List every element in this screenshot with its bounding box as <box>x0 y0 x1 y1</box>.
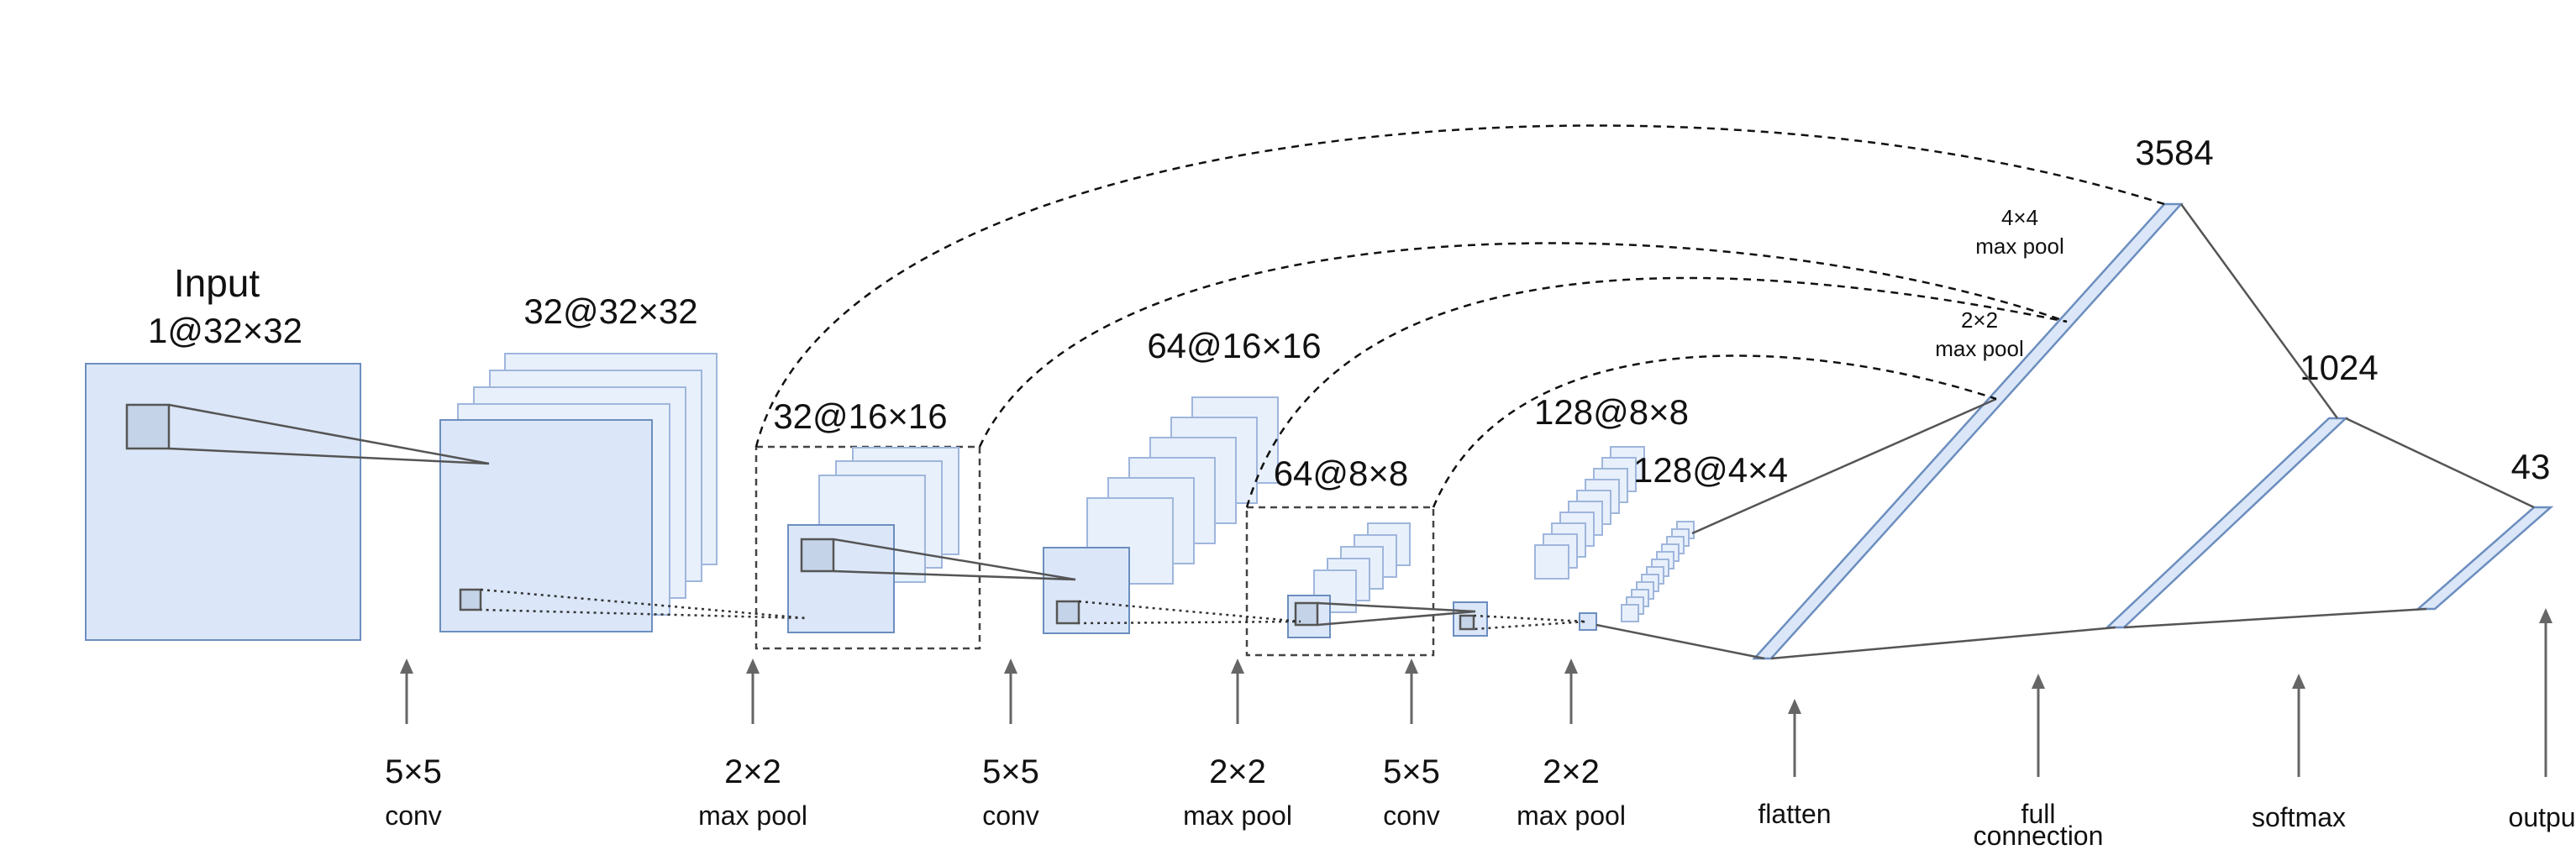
dense-1024-layer <box>2104 417 2349 629</box>
pool2x2-annotation-line2: max pool <box>1935 336 2024 361</box>
pool2x2-annotation-line1: 2×2 <box>1961 307 1998 333</box>
conv3-map-back-1 <box>1534 544 1569 580</box>
conv2-pool-patch <box>1055 600 1080 625</box>
op-conv2-name: conv <box>982 800 1039 831</box>
fc2-bottom-line <box>2123 607 2427 629</box>
dense2-label: 1024 <box>2300 348 2378 387</box>
conv3-label: 128@8×8 <box>1534 392 1689 432</box>
pool1-to-conv2-projection <box>833 538 1076 581</box>
op-conv3-size: 5×5 <box>1383 753 1440 790</box>
op-pool1-size: 2×2 <box>724 753 781 790</box>
conv1-to-pool1-projection <box>480 588 807 620</box>
arrow-flatten <box>1788 699 1801 777</box>
op-conv2-size: 5×5 <box>982 753 1039 790</box>
output-label: 43 <box>2511 447 2551 486</box>
op-pool3-name: max pool <box>1517 800 1626 831</box>
arrow-pool2 <box>1231 658 1244 724</box>
input-layer <box>85 363 361 641</box>
pool4x4-annotation-line1: 4×4 <box>2001 205 2038 230</box>
arrow-conv2 <box>1004 658 1017 724</box>
op-full-connection-line1: full <box>2021 799 2056 829</box>
conv1-label: 32@32×32 <box>523 291 697 331</box>
conv2-label: 64@16×16 <box>1147 326 1321 365</box>
arrow-conv3 <box>1405 658 1418 724</box>
pool2-conv-patch <box>1294 601 1319 627</box>
skip-pool2b-to-dense <box>1432 354 1997 508</box>
input-conv-patch <box>125 403 171 450</box>
arrow-pool1 <box>746 658 760 724</box>
conv3-to-pool3-projection <box>1473 614 1587 631</box>
skip-pool1b-to-dense <box>978 242 2068 448</box>
conv2-stack <box>1043 396 1279 634</box>
pool1-label: 32@16×16 <box>773 396 947 436</box>
pool3-feature-map <box>1579 612 1597 631</box>
pool3-map-back-1 <box>1621 604 1639 622</box>
op-full-connection-line2: connection <box>1974 821 2104 850</box>
pool3-stack <box>1579 521 1695 631</box>
op-pool2-size: 2×2 <box>1209 753 1266 790</box>
flatten-top-line <box>1691 397 1997 535</box>
arrow-full-connection <box>2032 674 2045 777</box>
op-output: output <box>2509 802 2576 832</box>
arrow-softmax <box>2292 674 2305 777</box>
pool3-label: 128@4×4 <box>1633 450 1788 490</box>
op-pool3-size: 2×2 <box>1543 753 1600 790</box>
skip-pool1-to-dense <box>754 124 2165 448</box>
conv3-stack <box>1453 446 1645 637</box>
pool1-stack <box>787 447 959 633</box>
pool2-to-conv3-projection <box>1317 601 1476 627</box>
op-flatten: flatten <box>1758 799 1831 829</box>
input-to-conv1-projection <box>168 403 490 465</box>
flatten-bottom-line <box>1596 623 1765 660</box>
input-title: Input <box>174 261 260 305</box>
pool2-dashed-box <box>1245 506 1435 657</box>
op-softmax: softmax <box>2252 802 2346 832</box>
arrow-output <box>2539 608 2552 777</box>
op-arrows <box>400 608 2552 777</box>
input-size-label: 1@32×32 <box>148 311 302 350</box>
dense-3584-layer <box>1752 202 2184 660</box>
op-pool1-name: max pool <box>698 800 807 831</box>
conv1-pool-patch <box>459 588 482 611</box>
output-43-layer <box>2415 506 2554 611</box>
op-conv1-size: 5×5 <box>385 753 442 790</box>
pool2-label: 64@8×8 <box>1274 454 1409 493</box>
conv3-pool-patch <box>1459 614 1475 631</box>
dense1-label: 3584 <box>2135 133 2213 172</box>
op-conv3-name: conv <box>1383 800 1440 831</box>
op-pool2-name: max pool <box>1183 800 1292 831</box>
conv2-to-pool2-projection <box>1078 600 1301 625</box>
skip-pool2-to-dense <box>1245 276 2068 508</box>
fc1-bottom-line <box>1770 626 2116 660</box>
conv1-stack <box>439 353 718 632</box>
fc1-top-line <box>2179 203 2339 419</box>
fc2-top-line <box>2345 417 2535 509</box>
pool4x4-annotation-line2: max pool <box>1975 233 2064 259</box>
op-conv1-name: conv <box>385 800 442 831</box>
arrow-pool3 <box>1564 658 1578 724</box>
pool2-stack <box>1287 522 1411 638</box>
arrow-conv1 <box>400 658 413 724</box>
pool1-conv-patch <box>800 538 835 573</box>
